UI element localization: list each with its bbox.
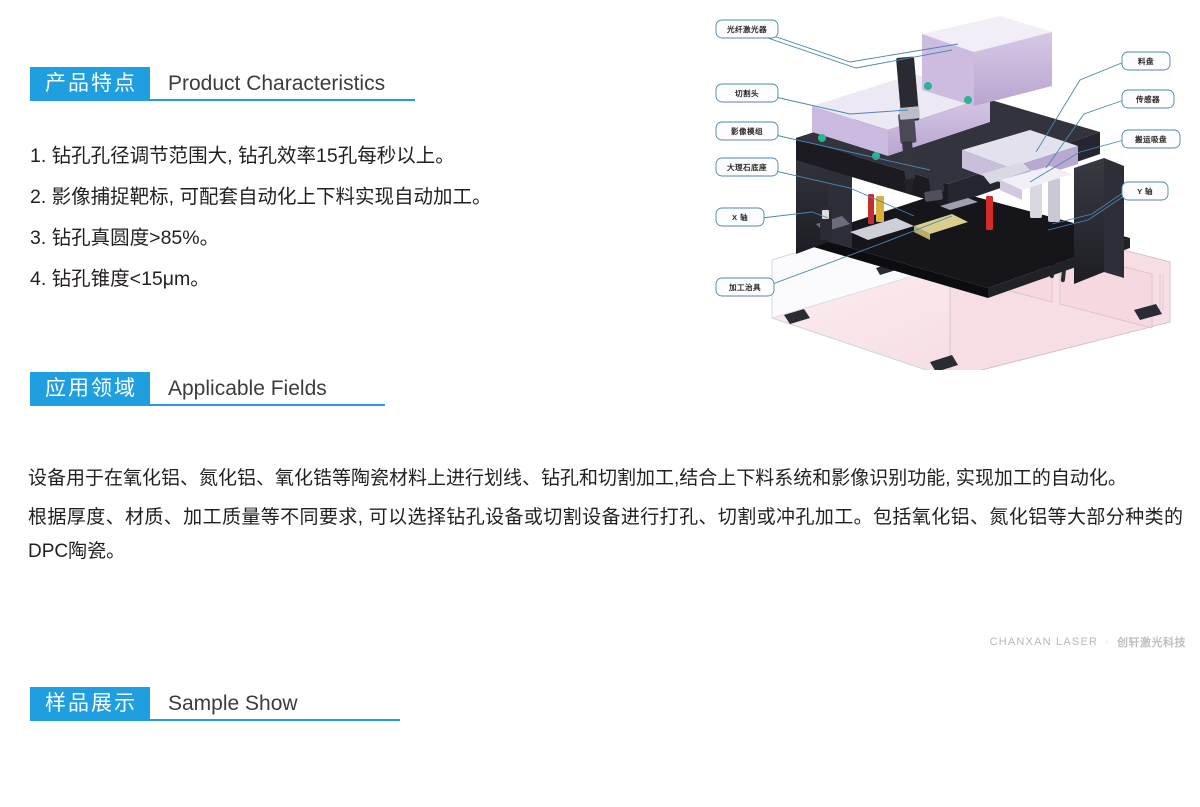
callout-label: 传感器 <box>1135 94 1160 104</box>
callout-label: 加工治具 <box>728 282 761 292</box>
section-heading-product: 产品特点 Product Characteristics <box>30 66 385 100</box>
callout-label: X 轴 <box>732 212 748 222</box>
callout-y-axis: Y 轴 <box>1121 181 1169 201</box>
machine-x-axis <box>816 206 850 240</box>
section-heading-fields: 应用领域 Applicable Fields <box>30 371 327 405</box>
callout-label: 料盘 <box>1138 56 1154 66</box>
callout-right-group: 料盘 传感器 搬运吸盘 Y 轴 <box>1121 51 1181 201</box>
list-item: 2. 影像捕捉靶标, 可配套自动化上下料实现自动加工。 <box>30 186 492 208</box>
machine-image-module <box>924 158 945 202</box>
machine-frame-right <box>1074 158 1124 284</box>
callout-fixture: 加工治具 <box>715 277 775 297</box>
callout-sensor: 传感器 <box>1121 89 1175 109</box>
list-item: 1. 钻孔孔径调节范围大, 钻孔效率15孔每秒以上。 <box>30 145 455 167</box>
section-rule-fields <box>30 404 385 406</box>
section-title-en-product: Product Characteristics <box>168 72 386 95</box>
callout-image-module: 影像模组 <box>715 121 779 141</box>
callout-label: Y 轴 <box>1137 186 1153 196</box>
section-badge-sample: 样品展示 <box>30 687 150 720</box>
section-rule-sample <box>30 719 400 721</box>
callout-material-tray: 料盘 <box>1121 51 1171 71</box>
section-title-en-fields: Applicable Fields <box>168 377 327 400</box>
machine-cutting-head <box>896 56 920 193</box>
section-badge-fields: 应用领域 <box>30 372 150 405</box>
watermark-cn: 创轩激光科技 <box>1117 637 1186 649</box>
callout-cutting-head: 切割头 <box>715 83 779 103</box>
callout-x-axis: X 轴 <box>715 207 765 227</box>
section-title-en-sample: Sample Show <box>168 692 298 715</box>
section-heading-sample: 样品展示 Sample Show <box>30 686 298 720</box>
callout-leader-lines <box>761 31 1125 289</box>
watermark: CHANXAN LASER · 创轩激光科技 <box>990 634 1186 650</box>
callout-label: 大理石底座 <box>727 162 767 172</box>
callout-label: 影像模组 <box>731 126 763 136</box>
callout-label: 光纤激光器 <box>726 24 767 34</box>
callout-left-group: 光纤激光器 切割头 影像模组 大理石底座 X 轴 加工治具 <box>715 19 779 297</box>
section-badge-product: 产品特点 <box>30 67 150 100</box>
list-item: 4. 钻孔锥度<15μm。 <box>30 268 210 290</box>
list-item: 3. 钻孔真圆度>85%。 <box>30 227 220 249</box>
callout-fiber-laser: 光纤激光器 <box>715 19 779 39</box>
section-rule-product <box>30 99 415 101</box>
machine-control-box <box>922 16 1052 106</box>
callout-suction-cup: 搬运吸盘 <box>1121 129 1181 149</box>
fields-body: 设备用于在氧化铝、氮化铝、氧化锆等陶瓷材料上进行划线、钻孔和切割加工,结合上下料… <box>28 462 1183 574</box>
paragraph: 根据厚度、材质、加工质量等不同要求, 可以选择钻孔设备或切割设备进行打孔、切割或… <box>28 507 1183 562</box>
watermark-dot: · <box>1105 636 1110 648</box>
machine-diagram: 光纤激光器 切割头 影像模组 大理石底座 X 轴 加工治具 <box>700 10 1200 370</box>
paragraph: 设备用于在氧化铝、氮化铝、氧化锆等陶瓷材料上进行划线、钻孔和切割加工,结合上下料… <box>28 468 1127 489</box>
feature-list: 1. 钻孔孔径调节范围大, 钻孔效率15孔每秒以上。 2. 影像捕捉靶标, 可配… <box>30 136 670 300</box>
callout-granite-base: 大理石底座 <box>715 157 779 177</box>
watermark-en: CHANXAN LASER <box>989 636 1099 648</box>
callout-label: 切割头 <box>735 88 759 98</box>
callout-label: 搬运吸盘 <box>1135 134 1167 144</box>
